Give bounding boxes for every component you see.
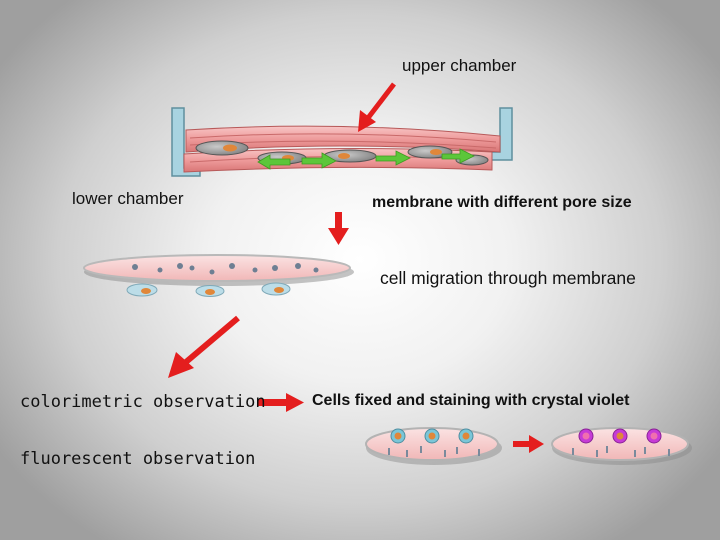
transwell-insert [171, 107, 513, 177]
dish-after-stain [551, 427, 692, 465]
stain-arrow [513, 435, 544, 453]
migration-green-arrows [257, 148, 475, 170]
lower-chamber-label: lower chamber [72, 189, 184, 208]
dish-before-stain [365, 427, 502, 465]
down-arrow [328, 212, 349, 245]
migration-label: cell migration through membrane [380, 268, 636, 288]
upper-chamber-label: upper chamber [402, 56, 517, 75]
membrane-label: membrane with different pore size [372, 194, 632, 211]
upper-chamber-arrow [358, 82, 396, 132]
fluorescent-label: fluorescent observation [20, 449, 256, 469]
upper-membrane-layer [185, 125, 501, 153]
colorimetric-label: colorimetric observation [20, 392, 266, 412]
right-arrow [258, 393, 304, 412]
fixed-staining-label: Cells fixed and staining with crystal vi… [312, 392, 630, 409]
migrating-cells [195, 140, 489, 166]
diagonal-arrow [168, 315, 240, 378]
migrated-membrane [83, 254, 354, 297]
